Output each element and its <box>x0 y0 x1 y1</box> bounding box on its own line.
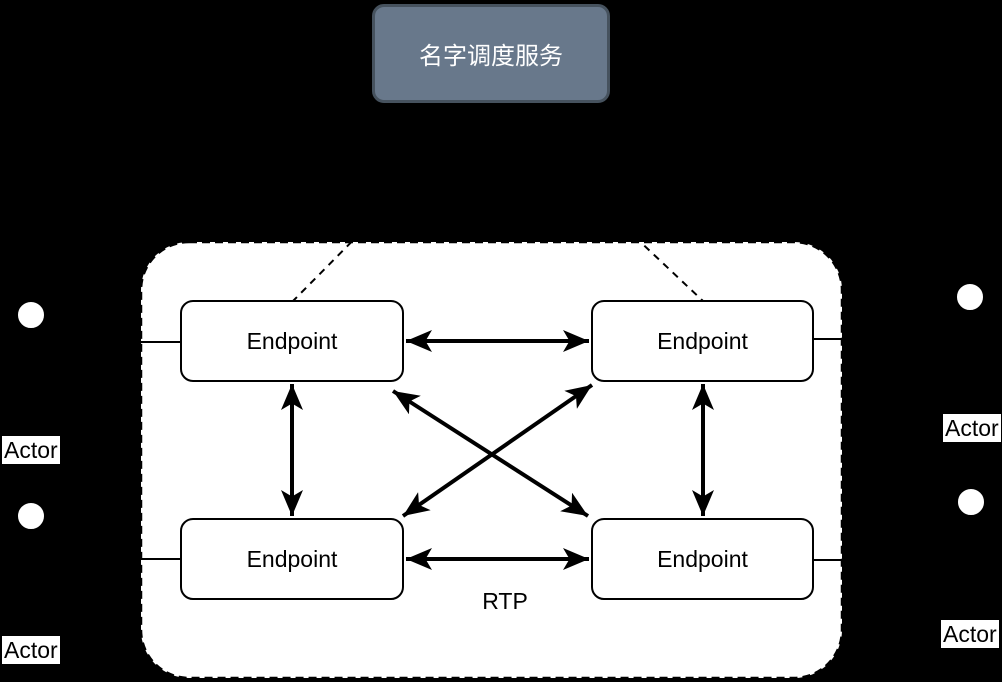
endpoint-label-bottom-right: Endpoint <box>657 545 748 572</box>
rtp-edge-label: RTP <box>482 587 528 614</box>
actor-label-right-bottom: Actor <box>941 620 999 648</box>
endpoint-box-top-left <box>180 300 404 382</box>
endpoint-label-top-left: Endpoint <box>246 327 338 354</box>
endpoint-label-top-right: Endpoint <box>657 327 748 354</box>
actor-right-bottom-head <box>956 487 986 517</box>
endpoint-box-bottom-left <box>180 518 404 600</box>
endpoint-box-top-right <box>591 300 814 382</box>
actor-label-left-top: Actor <box>2 436 60 464</box>
name-scheduling-service-box: 名字调度服务 <box>372 4 610 103</box>
actor-right-top-head <box>955 282 985 312</box>
actor-label-left-bottom: Actor <box>2 636 60 664</box>
name-scheduling-service-label: 名字调度服务 <box>419 43 563 70</box>
service-link-right <box>492 102 704 302</box>
endpoint-box-bottom-right <box>591 518 814 600</box>
arrow-diagonal-tr-bl <box>401 383 594 518</box>
actor-label-right-top: Actor <box>943 414 1001 442</box>
endpoint-label-bottom-left: Endpoint <box>246 545 338 572</box>
actor-left-bottom-head <box>16 501 46 531</box>
actor-left-top-head <box>16 300 46 330</box>
